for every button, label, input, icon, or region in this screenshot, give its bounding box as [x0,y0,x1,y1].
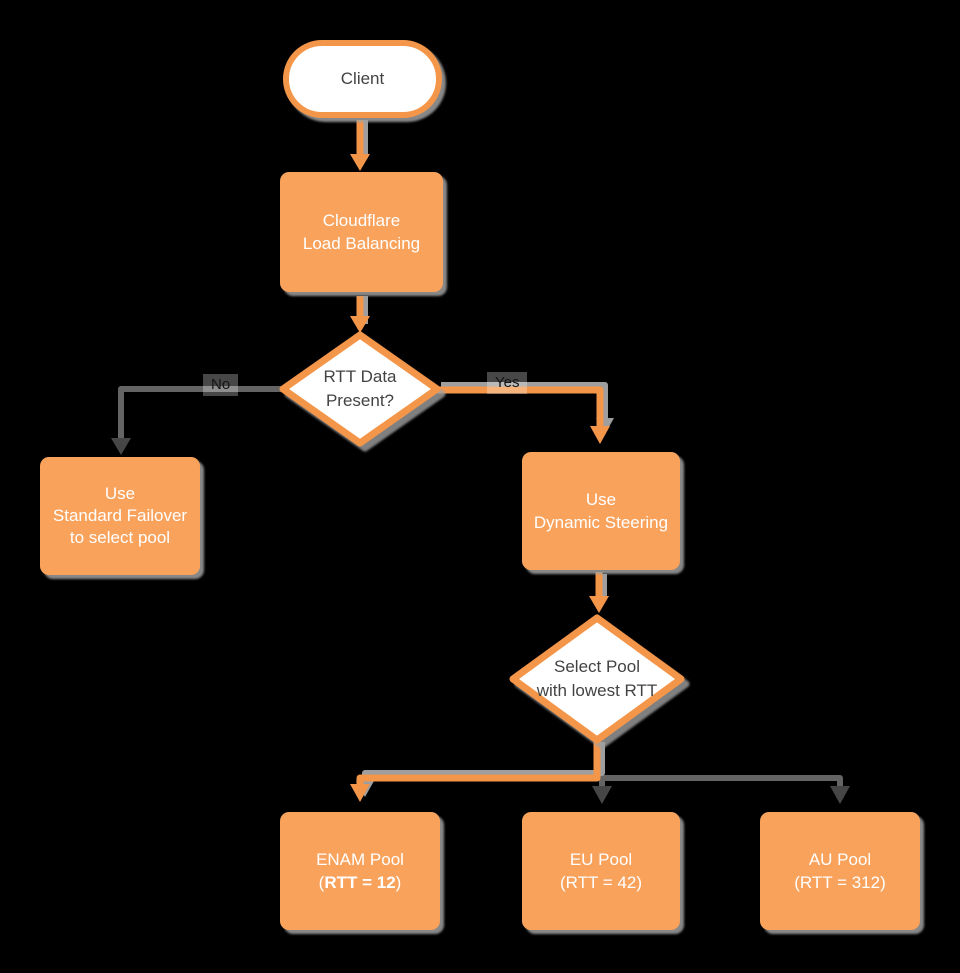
select-pool-diamond-shape [509,614,685,744]
node-dynamic-steering: Use Dynamic Steering [522,452,680,570]
edge-enam-shadow [362,742,605,783]
node-client: Client [283,40,442,118]
node-select-pool: Select Pool with lowest RTT [508,613,686,745]
node-enam-pool-rtt-value: RTT = 12 [324,873,396,892]
node-eu-pool-line1: EU Pool [569,850,633,869]
edge-client-lb-arrowhead-icon [350,154,370,171]
edge-au-line [600,775,843,788]
edge-yes-shadow-arrowhead-icon [596,418,614,434]
edge-enam-shadow-arrowhead-icon [356,781,374,797]
edge-yes-line [437,386,604,428]
node-au-pool-line2: (RTT = 312) [794,873,886,892]
node-load-balancing-line2: Load Balancing [302,234,421,253]
node-standard-failover-line1: Use [104,484,136,503]
node-au-pool: AU Pool (RTT = 312) [760,812,920,930]
edge-enam-arrowhead-icon [350,784,370,802]
node-dynamic-steering-line1: Use [585,490,617,509]
rtt-decision-diamond-shape [279,331,441,447]
edge-enam-line [356,742,601,786]
edge-no-line [118,386,283,440]
node-enam-pool-line2: (RTT = 12) [319,871,402,894]
node-standard-failover-line3: to select pool [69,528,171,547]
node-enam-pool-rtt-suffix: ) [395,873,402,892]
edge-label-yes: Yes [487,372,528,394]
node-load-balancing-line1: Cloudflare [322,211,401,230]
edge-label-no: No [203,374,239,396]
node-enam-pool-line1: ENAM Pool [316,850,404,869]
node-eu-pool-line2: (RTT = 42) [559,873,643,892]
node-enam-pool-rtt-prefix: ( [318,873,325,892]
node-dynamic-steering-line2: Dynamic Steering [533,513,669,532]
edge-steering-selectpool-arrowhead-icon [589,596,609,613]
node-select-pool-line2: with lowest RTT [536,681,658,700]
node-rtt-decision: RTT Data Present? [278,330,442,448]
node-client-label: Client [340,69,385,88]
node-standard-failover: Use Standard Failover to select pool [40,457,200,575]
node-enam-pool: ENAM Pool (RTT = 12) [280,812,440,930]
node-load-balancing: Cloudflare Load Balancing [280,172,443,292]
node-au-pool-line1: AU Pool [808,850,872,869]
node-rtt-decision-line2: Present? [325,391,395,410]
edge-no-arrowhead-icon [111,438,131,455]
edge-yes-arrowhead-icon [590,426,610,444]
node-eu-pool: EU Pool (RTT = 42) [522,812,680,930]
edge-au-arrowhead-icon [830,786,850,804]
node-rtt-decision-line1: RTT Data [323,367,397,386]
node-select-pool-line1: Select Pool [554,657,640,676]
node-standard-failover-line2: Standard Failover [52,506,188,525]
edge-eu-arrowhead-icon [592,786,612,804]
